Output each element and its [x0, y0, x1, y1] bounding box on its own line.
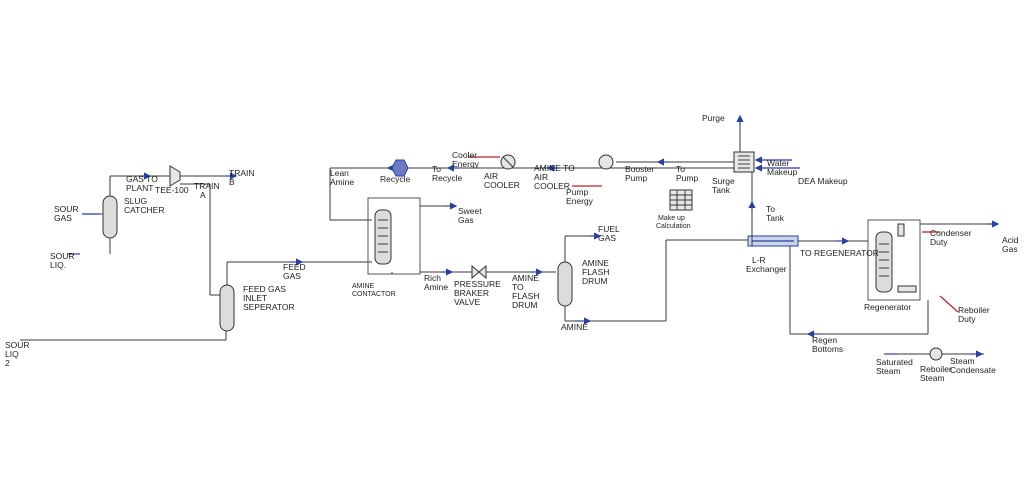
label-regenerator: Regenerator — [864, 302, 911, 312]
slug-catcher-vessel[interactable] — [102, 195, 118, 239]
booster-pump[interactable] — [598, 154, 614, 170]
condenser[interactable] — [897, 223, 905, 237]
label-recycle: Recycle — [380, 174, 411, 184]
label-amine: AMINE — [561, 322, 588, 332]
label-dea-makeup: DEA Makeup — [798, 176, 848, 186]
surge-tank[interactable] — [733, 151, 755, 173]
reboiler-duty-stream[interactable] — [939, 295, 959, 313]
regenerator-frame — [867, 219, 921, 301]
reboiler[interactable] — [897, 285, 917, 293]
feed-gas-inlet-separator[interactable] — [219, 284, 235, 332]
regenerator-column[interactable] — [875, 231, 893, 293]
label-purge: Purge — [702, 113, 725, 123]
label-tee: TEE-100 — [155, 185, 189, 195]
pressure-braker-valve[interactable] — [471, 264, 487, 280]
amine-contactor-frame — [367, 197, 421, 275]
reboiler-steam-exchanger[interactable] — [929, 347, 943, 361]
amine-contactor-column[interactable] — [374, 209, 392, 265]
amine-flash-drum[interactable] — [557, 261, 573, 307]
label-to-regenerator: TO REGENERATOR — [800, 248, 879, 258]
tee-100[interactable] — [169, 165, 181, 187]
recycle-block[interactable] — [391, 159, 409, 177]
